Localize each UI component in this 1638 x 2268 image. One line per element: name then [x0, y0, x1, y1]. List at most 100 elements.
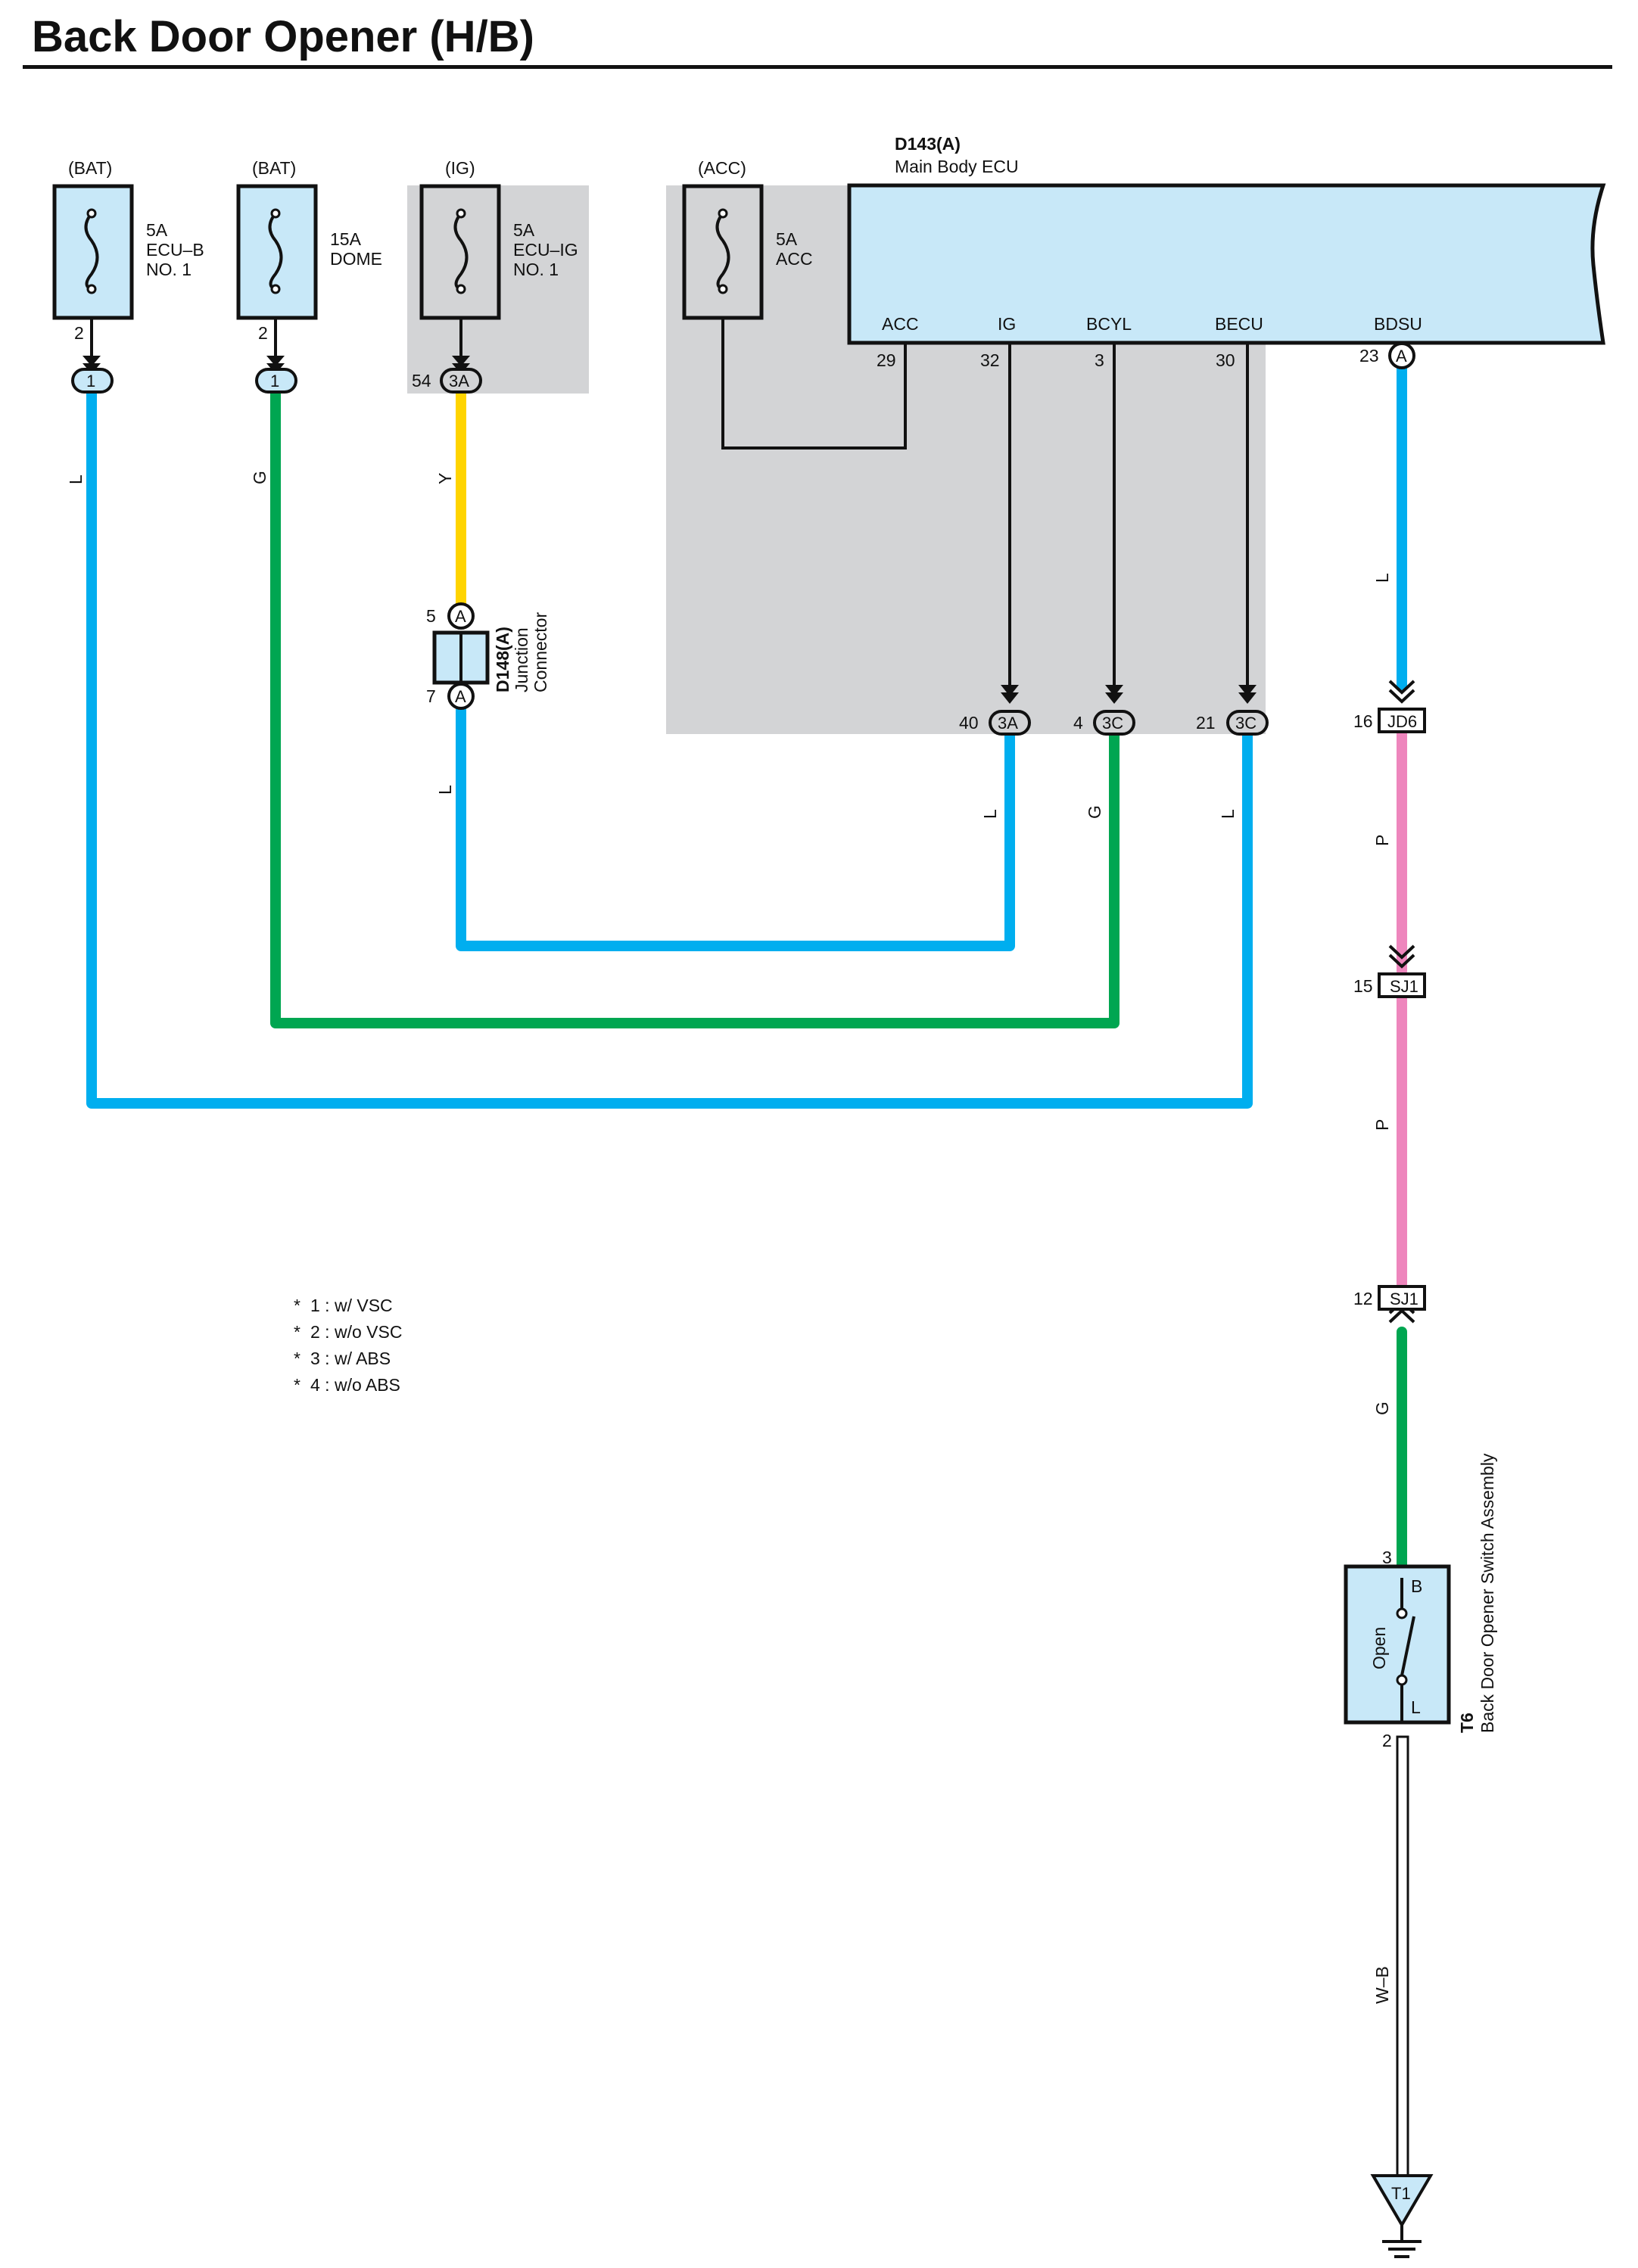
wire-color-label: L — [980, 809, 1000, 819]
arrow-down-icon — [1105, 685, 1123, 704]
right-pin-12: 12 — [1353, 1289, 1373, 1308]
wire-G-bcyl — [270, 387, 1120, 1028]
ecu-terminal-bcyl: BCYL — [1086, 314, 1132, 334]
fuse4-rating: 5A — [776, 229, 798, 249]
lower-pin-21: 21 — [1196, 713, 1216, 733]
connector-a-junction-top — [447, 602, 475, 630]
ecu-pin-32: 32 — [980, 350, 1000, 370]
connector-sj1-label: SJ1 — [1390, 977, 1418, 996]
connector-3c-bcyl — [1093, 710, 1135, 736]
fuse-icon — [715, 212, 730, 291]
wire-color-label: L — [1218, 809, 1238, 819]
ground-label: T1 — [1391, 2184, 1411, 2203]
connector-fuse1 — [71, 368, 114, 394]
lower-pin-4: 4 — [1073, 713, 1083, 733]
notes-list: * 1 : w/ VSC * 2 : w/o VSC * 3 : w/ ABS … — [294, 1296, 402, 1395]
connector-fuse2-label: 1 — [270, 372, 279, 390]
junction-name2: Connector — [531, 612, 550, 692]
switch-terminal-icon — [1396, 1607, 1408, 1619]
fuse4-source: (ACC) — [698, 158, 746, 178]
fuse4-name: ACC — [776, 249, 813, 269]
chevron-down-icon — [1388, 680, 1415, 704]
wire-color-label: G — [1372, 1402, 1392, 1415]
page-title: Back Door Opener (H/B) — [32, 12, 534, 61]
junction-code: D148(A) — [493, 627, 512, 692]
arrow-down-icon — [1238, 685, 1257, 704]
fuse1-rating: 5A — [146, 220, 168, 240]
fuse-icon — [268, 212, 283, 291]
arrow-down-icon — [452, 356, 470, 374]
switch-code: T6 — [1457, 1713, 1477, 1733]
ecu-terminal-bdsu: BDSU — [1374, 314, 1422, 334]
wire-L-becu — [86, 387, 1253, 1109]
connector-a-label: A — [1396, 347, 1407, 366]
fuse-icon — [453, 212, 469, 291]
junction-conn-top-label: A — [455, 607, 466, 626]
fuse-acc-box — [682, 184, 764, 320]
junction-name: Junction — [512, 627, 531, 692]
note-item: 3 : w/ ABS — [310, 1349, 391, 1368]
ecu-terminal-becu: BECU — [1215, 314, 1263, 334]
note-marker: * — [294, 1322, 301, 1342]
switch-box — [1344, 1564, 1451, 1725]
connector-fuse2 — [255, 368, 297, 394]
wire-color-label: L — [66, 474, 86, 484]
ecu-pin-23: 23 — [1359, 346, 1379, 366]
ecu-terminal-acc: ACC — [882, 314, 919, 334]
ecu-shade — [849, 333, 1266, 734]
connector-fuse1-label: 1 — [86, 372, 95, 390]
fuse-dome-box — [236, 184, 318, 320]
wire-color-label: G — [250, 471, 269, 484]
connector-3a-label: 3A — [998, 714, 1018, 733]
connector-sj1-label-2: SJ1 — [1390, 1290, 1418, 1308]
ecu-pin-3: 3 — [1095, 350, 1104, 370]
ecu-terminal-ig: IG — [998, 314, 1016, 334]
switch-terminal-l: L — [1411, 1697, 1421, 1717]
fuse-ecuig-box — [419, 184, 501, 320]
ecu-code: D143(A) — [895, 134, 961, 154]
arrow-down-icon — [1001, 685, 1019, 704]
switch-pin-bottom: 2 — [1382, 1731, 1392, 1750]
ground-triangle-icon — [1370, 2174, 1434, 2228]
junction-pin-top: 5 — [426, 606, 436, 626]
right-pin-15: 15 — [1353, 976, 1373, 996]
junction-conn-bottom-label: A — [455, 687, 466, 706]
fuse-terminal-icon — [270, 208, 281, 219]
note-marker: * — [294, 1296, 301, 1315]
switch-state: Open — [1369, 1627, 1389, 1669]
fuse-terminal-icon — [718, 284, 728, 294]
fuse-terminal-icon — [456, 208, 466, 219]
connector-3a-lower — [989, 710, 1031, 736]
note-item: 4 : w/o ABS — [310, 1375, 400, 1395]
fuse-terminal-icon — [456, 284, 466, 294]
fuse1-name: ECU–B — [146, 240, 204, 260]
note-item: 2 : w/o VSC — [310, 1322, 402, 1342]
connector-sj1-bottom — [1378, 1285, 1426, 1311]
junction-pin-bottom: 7 — [426, 686, 436, 706]
fuse-terminal-icon — [718, 208, 728, 219]
connector-a-bdsu — [1388, 342, 1415, 369]
connector-jd6 — [1378, 708, 1426, 733]
connector-3c-becu — [1226, 710, 1269, 736]
fuse3-source: (IG) — [445, 158, 475, 178]
fuse2-source: (BAT) — [252, 158, 296, 178]
ecu-pin-30: 30 — [1216, 350, 1235, 370]
note-item: 1 : w/ VSC — [310, 1296, 393, 1315]
wire-WB-ground — [1396, 1735, 1409, 2177]
note-marker: * — [294, 1375, 301, 1395]
switch-name: Back Door Opener Switch Assembly — [1478, 1453, 1497, 1733]
connector-fuse3 — [440, 368, 482, 394]
fuse2-name: DOME — [330, 249, 382, 269]
fuse-ecub-box — [52, 184, 134, 320]
title-rule — [23, 65, 1612, 69]
fuse3-rating: 5A — [513, 220, 535, 240]
fuse1-source: (BAT) — [68, 158, 112, 178]
wire-color-label: Y — [435, 473, 455, 484]
fuse2-pin: 2 — [258, 323, 268, 343]
switch-contact-icon — [1400, 1616, 1415, 1676]
connector-fuse3-label: 3A — [449, 372, 469, 390]
arrow-down-icon — [83, 356, 101, 374]
wire-color-label: P — [1372, 1119, 1392, 1131]
lower-pin-40: 40 — [959, 713, 979, 733]
